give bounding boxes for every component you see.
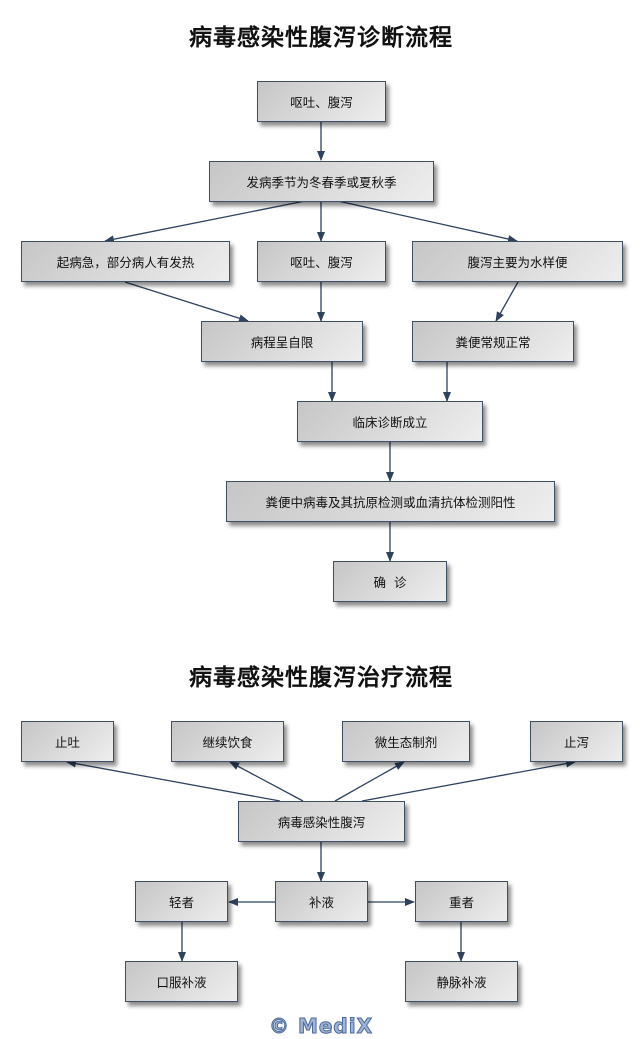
node-label: 病程呈自限 (250, 335, 314, 350)
node-antidiarrheal: 止泻 (530, 721, 623, 762)
node-oral-fluid: 口服补液 (125, 961, 238, 1002)
node-continue-diet: 继续饮食 (171, 721, 284, 762)
node-label: 继续饮食 (202, 735, 253, 750)
edge-viral-to-diet (229, 761, 304, 802)
node-acute-onset: 起病急，部分病人有发热 (21, 241, 230, 282)
node-label: 起病急，部分病人有发热 (56, 255, 195, 270)
node-label: 止泻 (563, 735, 589, 750)
treatment-title: 病毒感染性腹泻治疗流程 (189, 664, 453, 691)
node-label: 微生态制剂 (374, 735, 438, 750)
node-label: 口服补液 (156, 975, 207, 990)
node-label: 病毒感染性腹泻 (277, 815, 366, 830)
node-stool-normal: 粪便常规正常 (412, 321, 574, 362)
node-fluid-replacement: 补液 (275, 881, 368, 922)
node-clinical-diagnosis: 临床诊断成立 (297, 401, 483, 442)
node-label: 粪便常规正常 (455, 335, 531, 350)
node-label: 呕吐、腹泻 (290, 95, 353, 110)
node-label: 重者 (448, 895, 474, 910)
edge-acute-to-selflimited (124, 281, 249, 323)
node-label: 静脉补液 (436, 975, 487, 990)
node-viral-diarrhea: 病毒感染性腹泻 (238, 801, 405, 842)
edge-watery-to-stool (495, 281, 519, 322)
node-label: 确 诊 (373, 575, 407, 590)
edge-season-to-acute (104, 200, 306, 244)
node-probiotics: 微生态制剂 (342, 721, 470, 762)
node-lab-positive: 粪便中病毒及其抗原检测或血清抗体检测阳性 (226, 481, 555, 522)
edge-viral-to-antidiarrheal (361, 759, 576, 802)
edge-viral-to-antiemetic (66, 759, 281, 802)
node-watery-stool: 腹泻主要为水样便 (412, 241, 623, 282)
diagnosis-title: 病毒感染性腹泻诊断流程 (189, 24, 453, 51)
node-label: 粪便中病毒及其抗原检测或血清抗体检测阳性 (265, 495, 516, 510)
node-label: 腹泻主要为水样便 (467, 255, 568, 270)
edge-viral-to-probiotics (334, 761, 405, 802)
node-label: 发病季节为冬春季或夏秋季 (246, 175, 397, 190)
node-label: 轻者 (168, 895, 194, 910)
node-season: 发病季节为冬春季或夏秋季 (209, 161, 434, 202)
node-vomit-diarrhea-mid: 呕吐、腹泻 (257, 241, 386, 282)
node-label: 呕吐、腹泻 (290, 255, 353, 270)
node-label: 止吐 (54, 735, 80, 750)
node-label: 临床诊断成立 (352, 415, 428, 430)
node-vomit-diarrhea-top: 呕吐、腹泻 (257, 81, 386, 122)
node-antiemetic: 止吐 (21, 721, 114, 762)
edge-season-to-watery (337, 200, 518, 243)
node-severe: 重者 (415, 881, 508, 922)
node-label: 补液 (308, 895, 334, 910)
node-confirmed: 确 诊 (333, 561, 447, 602)
node-self-limited: 病程呈自限 (201, 321, 363, 362)
watermark-logo: © MediX (268, 1014, 374, 1039)
node-mild: 轻者 (135, 881, 228, 922)
node-iv-fluid: 静脉补液 (405, 961, 518, 1002)
